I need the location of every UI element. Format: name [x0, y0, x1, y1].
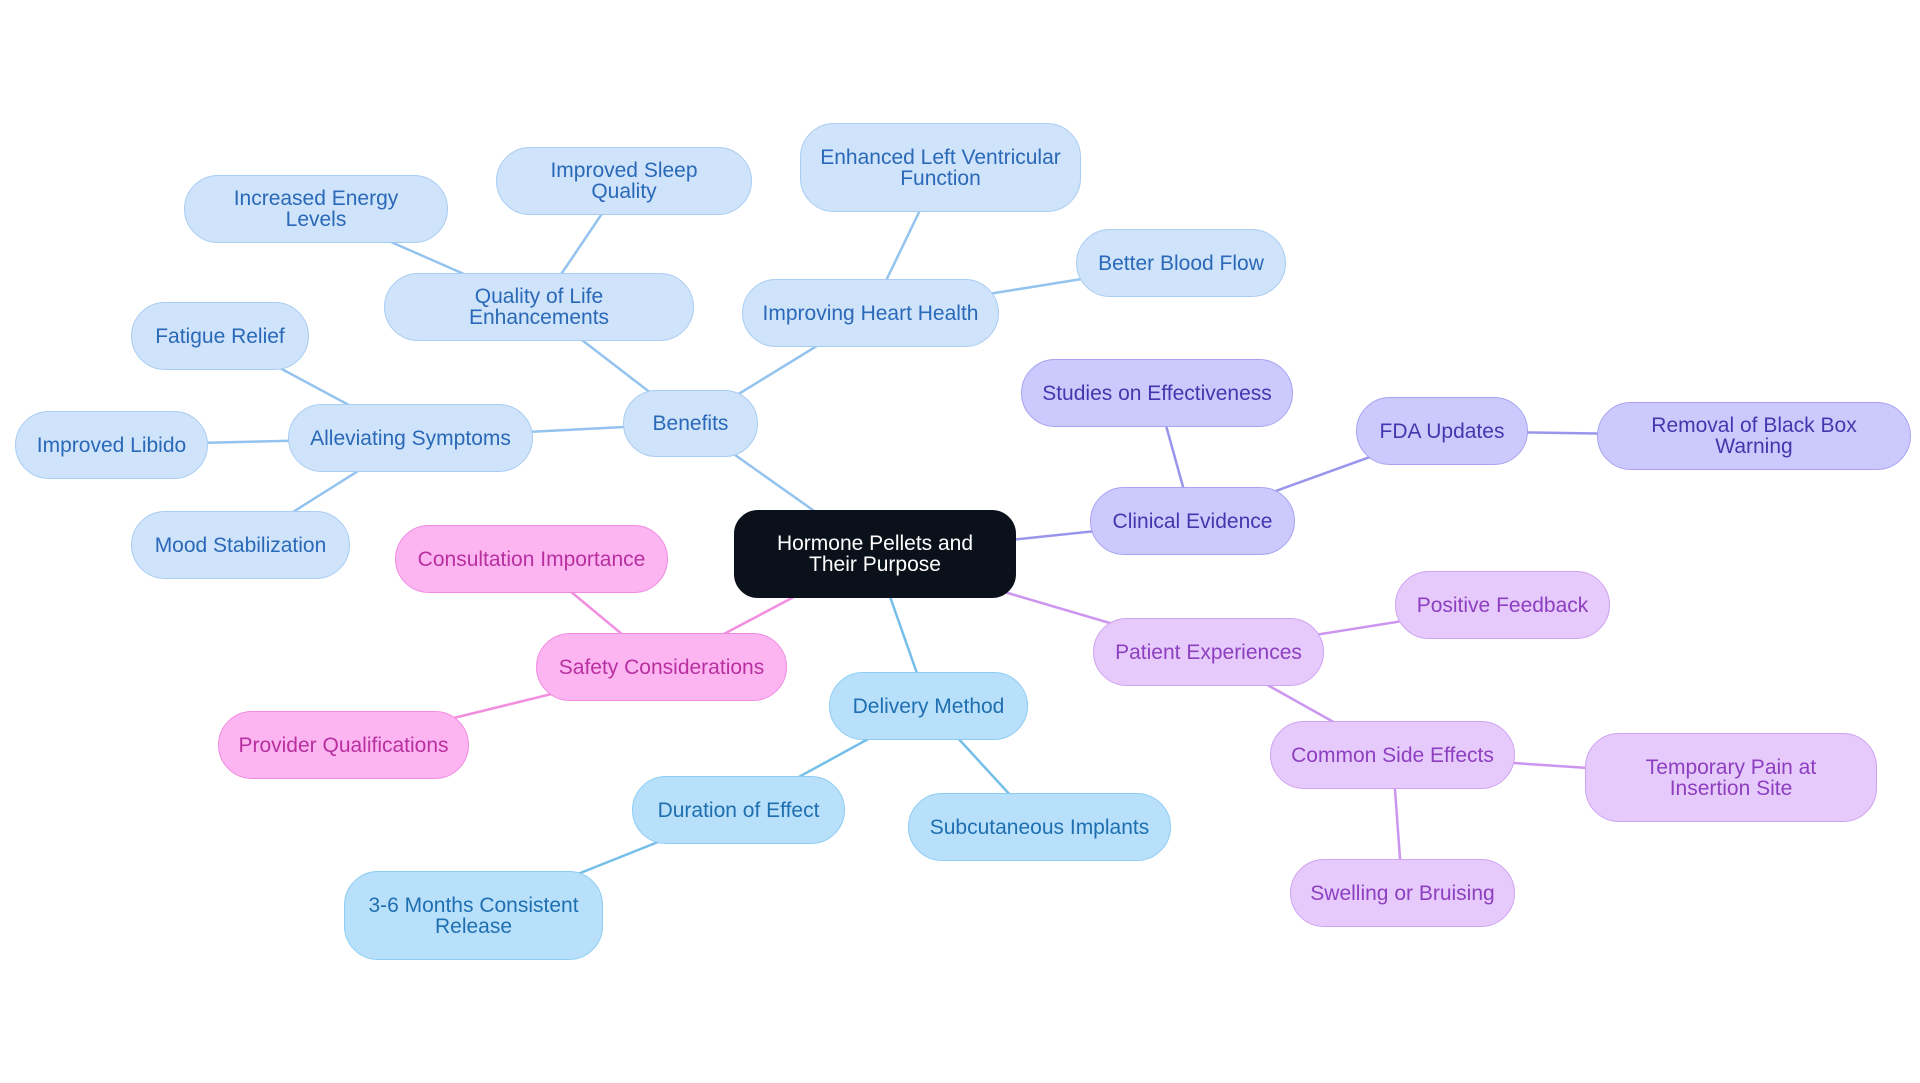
node-subcutaneous-implants[interactable]: Subcutaneous Implants	[908, 793, 1171, 861]
node-improved-sleep-quality[interactable]: Improved Sleep Quality	[496, 147, 752, 215]
node-delivery-method[interactable]: Delivery Method	[829, 672, 1028, 740]
node-safety-considerations[interactable]: Safety Considerations	[536, 633, 787, 701]
node-enhanced-left-ventricular-function[interactable]: Enhanced Left Ventricular Function	[800, 123, 1081, 212]
node-provider-qualifications[interactable]: Provider Qualifications	[218, 711, 469, 779]
node-common-side-effects[interactable]: Common Side Effects	[1270, 721, 1515, 789]
node-clinical-evidence[interactable]: Clinical Evidence	[1090, 487, 1295, 555]
node-3-6-months-consistent-release[interactable]: 3-6 Months Consistent Release	[344, 871, 603, 960]
node-quality-of-life-enhancements[interactable]: Quality of Life Enhancements	[384, 273, 694, 341]
root-node[interactable]: Hormone Pellets and Their Purpose	[734, 510, 1016, 598]
node-positive-feedback[interactable]: Positive Feedback	[1395, 571, 1610, 639]
node-alleviating-symptoms[interactable]: Alleviating Symptoms	[288, 404, 533, 472]
node-benefits[interactable]: Benefits	[623, 390, 758, 457]
node-fatigue-relief[interactable]: Fatigue Relief	[131, 302, 309, 370]
node-increased-energy-levels[interactable]: Increased Energy Levels	[184, 175, 448, 243]
node-studies-on-effectiveness[interactable]: Studies on Effectiveness	[1021, 359, 1293, 427]
node-fda-updates[interactable]: FDA Updates	[1356, 397, 1528, 465]
node-improved-libido[interactable]: Improved Libido	[15, 411, 208, 479]
node-mood-stabilization[interactable]: Mood Stabilization	[131, 511, 350, 579]
node-consultation-importance[interactable]: Consultation Importance	[395, 525, 668, 593]
node-temporary-pain-at-insertion-site[interactable]: Temporary Pain at Insertion Site	[1585, 733, 1877, 822]
node-patient-experiences[interactable]: Patient Experiences	[1093, 618, 1324, 686]
node-duration-of-effect[interactable]: Duration of Effect	[632, 776, 845, 844]
node-better-blood-flow[interactable]: Better Blood Flow	[1076, 229, 1286, 297]
node-removal-of-black-box-warning[interactable]: Removal of Black Box Warning	[1597, 402, 1911, 470]
node-improving-heart-health[interactable]: Improving Heart Health	[742, 279, 999, 347]
node-swelling-or-bruising[interactable]: Swelling or Bruising	[1290, 859, 1515, 927]
